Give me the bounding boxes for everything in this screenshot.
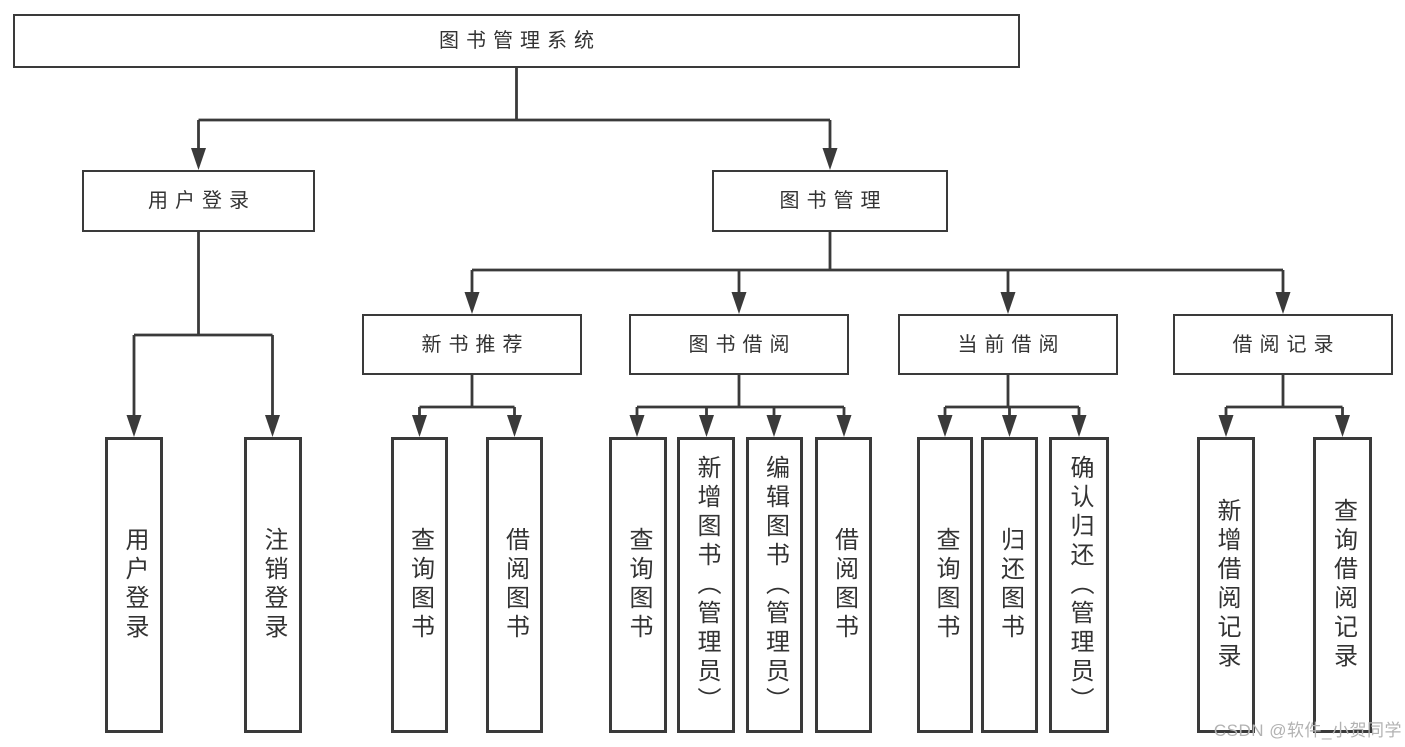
node-label: 用户登录 [148, 190, 256, 212]
connector-borrow-record-to-leaves [1218, 375, 1350, 437]
connector-user-login-to-leaves [126, 232, 280, 437]
leaf-cb-return-books: 归还图书 [981, 437, 1038, 733]
arrowhead [1071, 415, 1087, 437]
leaf-cb-query-books: 查询图书 [917, 437, 973, 733]
arrowhead [265, 415, 280, 437]
connector-book-borrow-to-leaves [629, 375, 852, 437]
arrowhead [731, 292, 747, 314]
arrowhead [937, 415, 953, 437]
node-borrowing-records: 借阅记录 [1173, 314, 1393, 375]
node-label: 图书管理系统 [439, 30, 601, 52]
leaf-label: 编辑图书（管理员） [761, 454, 789, 716]
node-new-book-recommend: 新书推荐 [362, 314, 582, 375]
arrowhead [507, 415, 522, 437]
leaf-bb-borrow-books: 借阅图书 [815, 437, 872, 733]
arrowhead [1000, 292, 1016, 314]
arrowhead [699, 415, 714, 437]
node-label: 图书管理 [779, 190, 888, 212]
node-current-borrowing: 当前借阅 [898, 314, 1118, 375]
leaf-bb-query-books: 查询图书 [609, 437, 667, 733]
leaf-bb-edit-books-admin: 编辑图书（管理员） [746, 437, 803, 733]
connector-root-to-level2 [191, 68, 838, 170]
arrowhead [766, 415, 782, 437]
node-user-login: 用户登录 [82, 170, 315, 232]
leaf-nbr-borrow-books: 借阅图书 [486, 437, 543, 733]
arrowhead [1218, 415, 1234, 437]
leaf-label: 归还图书 [996, 527, 1024, 643]
leaf-bb-add-books-admin: 新增图书（管理员） [677, 437, 735, 733]
arrowhead [126, 415, 142, 437]
connector-new-book-rec-to-leaves [412, 375, 522, 437]
arrowhead [412, 415, 427, 437]
connector-current-borrow-to-leaves [937, 375, 1087, 437]
node-label: 新书推荐 [421, 333, 530, 356]
arrowhead [1275, 292, 1291, 314]
connector-book-mgmt-to-level3 [464, 232, 1291, 314]
leaf-label: 确认归还（管理员） [1066, 454, 1093, 716]
leaf-br-add-record: 新增借阅记录 [1197, 437, 1255, 733]
leaf-cb-confirm-return-admin: 确认归还（管理员） [1049, 437, 1109, 733]
arrowhead [1002, 415, 1017, 437]
leaf-label: 借阅图书 [501, 527, 529, 643]
leaf-label: 用户登录 [121, 527, 148, 643]
leaf-label: 查询图书 [406, 527, 434, 643]
arrowhead [822, 148, 838, 170]
arrowhead [1335, 415, 1350, 437]
leaf-br-query-record: 查询借阅记录 [1313, 437, 1372, 733]
leaf-label: 查询图书 [625, 527, 652, 643]
node-book-management: 图书管理 [712, 170, 948, 232]
leaf-logout: 注销登录 [244, 437, 302, 733]
arrowhead [191, 148, 206, 170]
node-book-borrowing: 图书借阅 [629, 314, 849, 375]
csdn-watermark: CSDN @软件_小贺同学 [1213, 721, 1402, 740]
leaf-label: 借阅图书 [830, 527, 858, 643]
node-label: 当前借阅 [957, 333, 1066, 356]
arrowhead [836, 415, 852, 437]
arrowhead [629, 415, 645, 437]
arrowhead [464, 292, 480, 314]
leaf-nbr-query-books: 查询图书 [391, 437, 448, 733]
leaf-label: 查询图书 [932, 527, 959, 643]
node-label: 借阅记录 [1232, 333, 1341, 356]
leaf-user-login: 用户登录 [105, 437, 163, 733]
leaf-label: 新增图书（管理员） [693, 454, 720, 716]
leaf-label: 查询借阅记录 [1329, 498, 1357, 672]
leaf-label: 注销登录 [260, 527, 287, 643]
node-label: 图书借阅 [688, 333, 797, 356]
node-library-system-root: 图书管理系统 [13, 14, 1020, 68]
leaf-label: 新增借阅记录 [1213, 498, 1240, 672]
